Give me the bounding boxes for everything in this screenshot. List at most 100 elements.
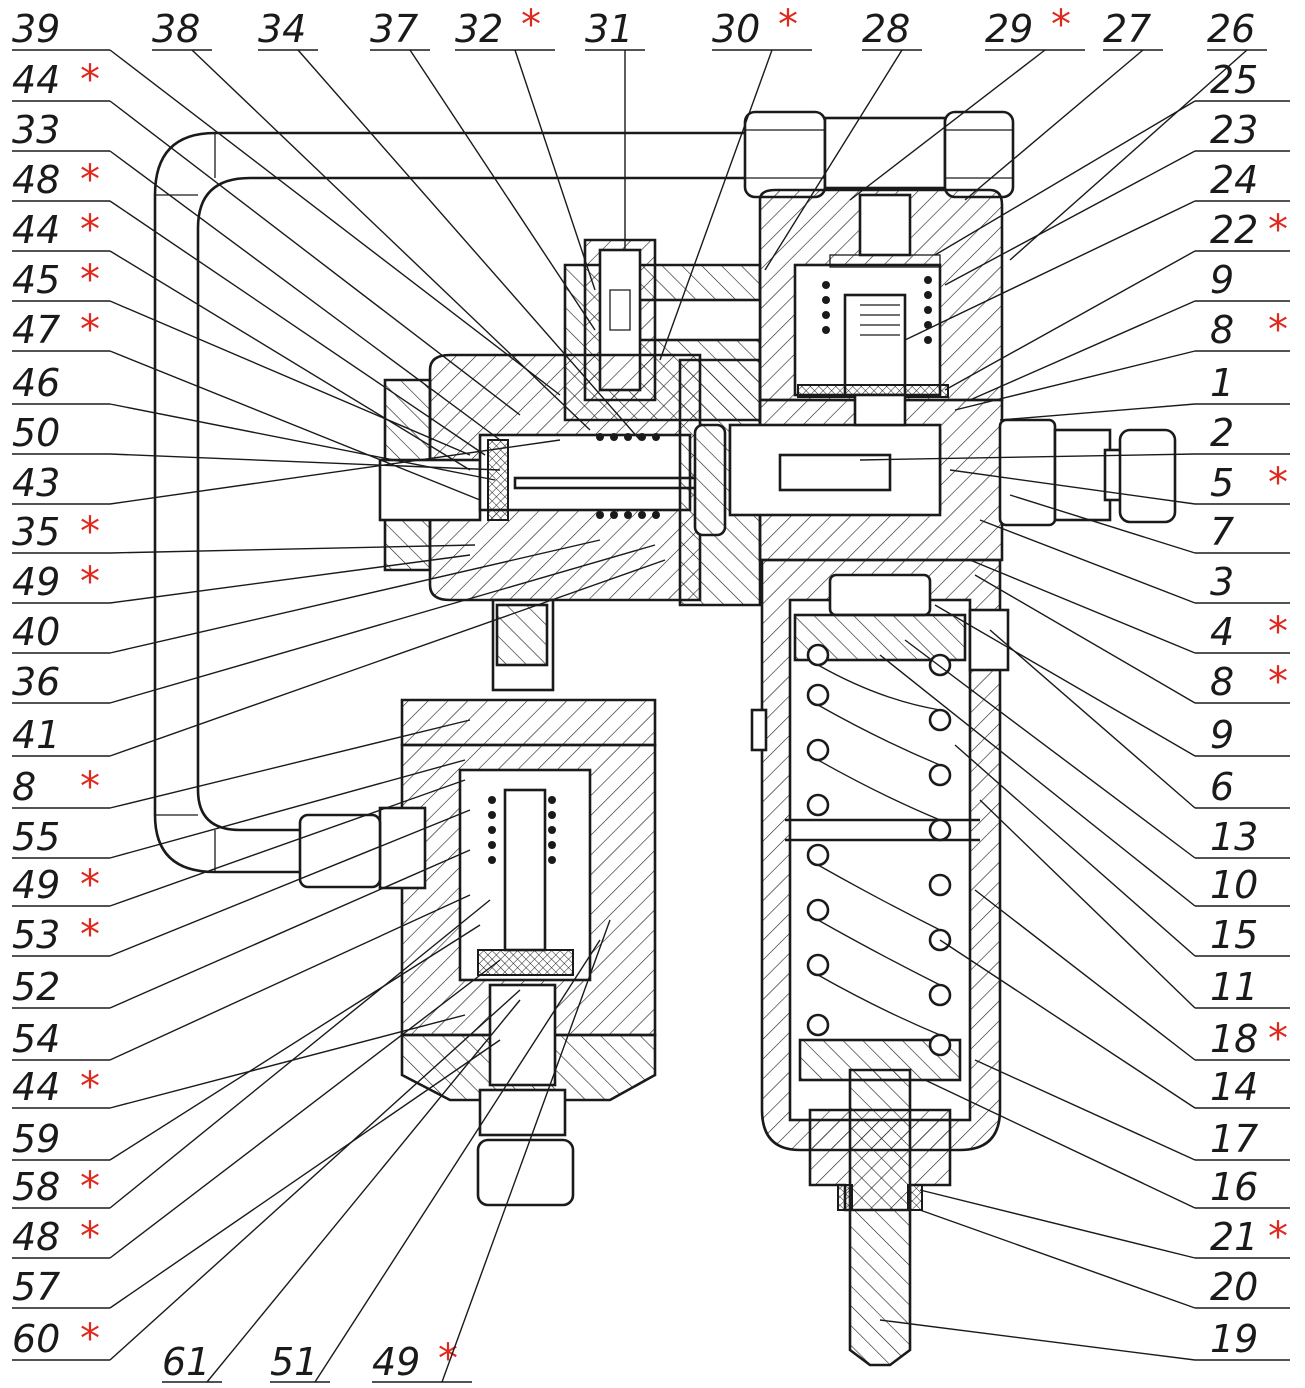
callout-top-32-asterisk: * (521, 2, 541, 48)
callout-left-44: 44 (12, 58, 60, 102)
callout-left-leader (109, 49, 561, 396)
right-outlet-fitting (998, 418, 1177, 527)
callout-right-21: 21 (1210, 1215, 1258, 1259)
main-spring-coils (806, 643, 952, 1057)
callout-left-48-asterisk: * (80, 157, 100, 203)
callout-left-52: 52 (12, 965, 60, 1009)
callout-left-58: 58 (12, 1165, 60, 1209)
callout-right-20: 20 (1210, 1265, 1258, 1309)
callout-bottom-leader (206, 999, 521, 1383)
callout-right-5: 5 (1210, 461, 1234, 505)
callout-right-13: 13 (1210, 815, 1258, 859)
callout-top-leader (964, 49, 1144, 201)
callout-right-leader (879, 1319, 1196, 1361)
callout-right-7: 7 (1210, 510, 1234, 554)
callout-right-leader (969, 300, 1196, 401)
callout-left-leader (109, 989, 521, 1361)
callout-right-8: 8 (1210, 308, 1234, 352)
callout-left-33: 33 (12, 108, 60, 152)
callout-right-leader (949, 469, 1196, 505)
callout-right-9: 9 (1210, 258, 1234, 302)
callout-left-48: 48 (12, 1215, 60, 1259)
callout-left-leader (109, 809, 471, 957)
adjusting-screw (837, 1068, 923, 1367)
callout-top-31: 31 (585, 7, 633, 51)
callout-left-60: 60 (12, 1317, 60, 1361)
callout-right-25: 25 (1210, 58, 1258, 102)
callout-left-leader (109, 1039, 501, 1309)
callout-right-3: 3 (1210, 560, 1234, 604)
callout-left-43: 43 (12, 461, 60, 505)
callout-top-leader (514, 49, 596, 291)
callout-left-leader (109, 894, 471, 1061)
callout-right-14: 14 (1210, 1065, 1258, 1109)
callout-left-47: 47 (12, 308, 60, 352)
callout-left-45: 45 (12, 258, 60, 302)
callout-right-leader (954, 350, 1196, 411)
callout-right-leader (979, 799, 1196, 1009)
callout-left-leader (109, 300, 471, 456)
callout-top-38: 38 (152, 7, 200, 51)
callout-right-17: 17 (1210, 1117, 1258, 1161)
callout-right-leader (919, 1209, 1196, 1309)
callout-left-leader (109, 719, 471, 809)
callout-left-35-asterisk: * (80, 509, 100, 555)
callout-left-leader (109, 539, 601, 654)
callout-left-44: 44 (12, 208, 60, 252)
callout-right-leader (939, 939, 1196, 1109)
callout-right-leader (904, 200, 1196, 341)
callout-right-23: 23 (1210, 108, 1258, 152)
filter-valve (298, 598, 657, 1207)
callout-left-leader (109, 554, 471, 604)
callout-right-leader (919, 1189, 1196, 1259)
callout-left-leader (109, 899, 491, 1209)
callout-left-57: 57 (12, 1265, 60, 1309)
callout-left-36: 36 (12, 660, 60, 704)
callout-top-leader (191, 49, 591, 431)
callout-layer: 3944*3348*44*45*47*46504335*49*4036418*5… (12, 2, 1290, 1384)
callout-top-leader (849, 49, 1046, 201)
callout-bottom-51: 51 (270, 1340, 318, 1384)
callout-left-leader (109, 544, 656, 704)
callout-right-1: 1 (1210, 361, 1234, 405)
callout-right-18: 18 (1210, 1017, 1258, 1061)
callout-left-44: 44 (12, 1065, 60, 1109)
callout-top-leader (764, 49, 903, 271)
callout-right-8: 8 (1210, 660, 1234, 704)
callout-bottom-61: 61 (162, 1340, 210, 1384)
callout-left-45-asterisk: * (80, 257, 100, 303)
callout-right-leader (989, 629, 1196, 809)
valve-cross-section (153, 110, 1177, 1367)
callout-right-leader (879, 654, 1196, 907)
callout-left-49: 49 (12, 560, 60, 604)
callout-right-leader (904, 639, 1196, 859)
callout-left-49-asterisk: * (80, 862, 100, 908)
callout-left-59: 59 (12, 1117, 60, 1161)
callout-top-leader (297, 49, 641, 441)
callout-left-60-asterisk: * (80, 1316, 100, 1362)
callout-left-leader (109, 959, 501, 1259)
callout-right-leader (934, 100, 1196, 256)
callout-left-leader (109, 924, 481, 1161)
callout-left-leader (109, 1014, 466, 1109)
callout-right-leader (934, 604, 1196, 757)
callout-right-16: 16 (1210, 1165, 1258, 1209)
callout-left-leader (109, 250, 471, 471)
right-main-body (728, 393, 1004, 562)
callout-right-9: 9 (1210, 713, 1234, 757)
callout-right-leader (974, 889, 1196, 1061)
callout-right-leader (1009, 494, 1196, 554)
callout-left-44-asterisk: * (80, 207, 100, 253)
callout-left-58-asterisk: * (80, 1164, 100, 1210)
callout-right-15: 15 (1210, 913, 1258, 957)
callout-left-47-asterisk: * (80, 307, 100, 353)
callout-left-39: 39 (12, 7, 60, 51)
callout-right-leader (859, 453, 1196, 461)
callout-top-28: 28 (862, 7, 910, 51)
callout-bottom-49-asterisk: * (438, 1336, 458, 1382)
callout-left-leader (109, 100, 521, 416)
callout-bottom-leader (314, 939, 601, 1383)
callout-left-leader (109, 779, 466, 907)
callout-top-26: 26 (1207, 7, 1255, 51)
